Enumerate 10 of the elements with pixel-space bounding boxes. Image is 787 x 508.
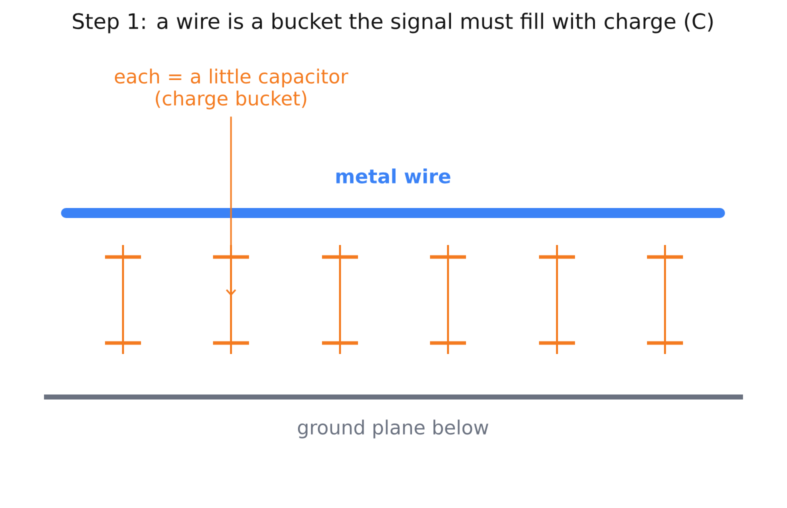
capacitor-symbol [539,245,575,354]
capacitor-symbol [430,245,466,354]
wire-label: metal wire [336,168,450,184]
ground-label: ground plane below [298,420,488,438]
annotation-text: each = a little capacitor (charge bucket) [114,68,348,110]
capacitor-symbol [105,245,141,354]
capacitor-symbol [322,245,358,354]
title: Step 1: a wire is a bucket the signal must fill with charge (C) [72,12,713,34]
capacitor-symbol [647,245,683,354]
leader-arrow [226,116,236,296]
